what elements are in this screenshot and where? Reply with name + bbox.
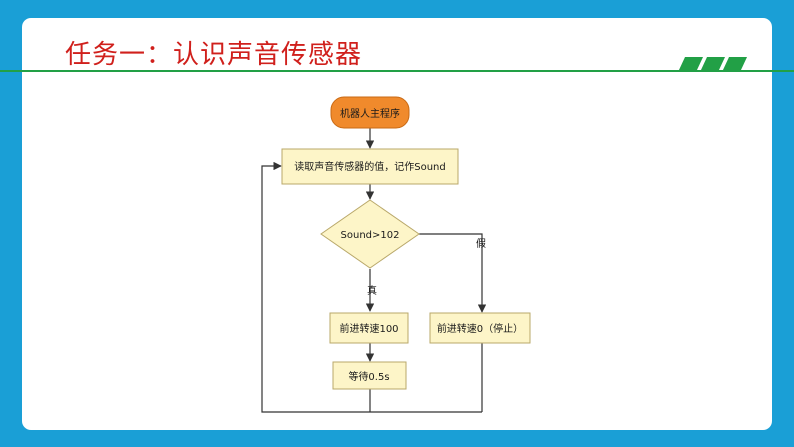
forward-node-label: 前进转速100 — [339, 322, 398, 335]
start-node-label: 机器人主程序 — [340, 107, 400, 120]
read-sensor-node — [281, 148, 459, 185]
decision-label: Sound>102 — [341, 230, 400, 241]
slide-title: 任务一：认识声音传感器 — [65, 40, 363, 70]
wait-node-label: 等待0.5s — [348, 370, 389, 383]
true-branch-label: 真 — [367, 284, 377, 297]
flow-connectors — [261, 128, 487, 413]
forward-node — [329, 312, 409, 344]
start-node — [330, 96, 410, 129]
stop-node-label: 前进转速0（停止） — [437, 322, 523, 335]
edge-decision-stop — [419, 233, 487, 313]
false-branch-label: 假 — [476, 237, 486, 250]
stop-node — [429, 312, 531, 344]
read-sensor-label: 读取声音传感器的值，记作Sound — [294, 160, 446, 173]
wait-node — [332, 361, 407, 390]
decision-node — [320, 199, 420, 269]
edge-loop-back — [261, 161, 482, 413]
title-underline — [0, 70, 794, 72]
